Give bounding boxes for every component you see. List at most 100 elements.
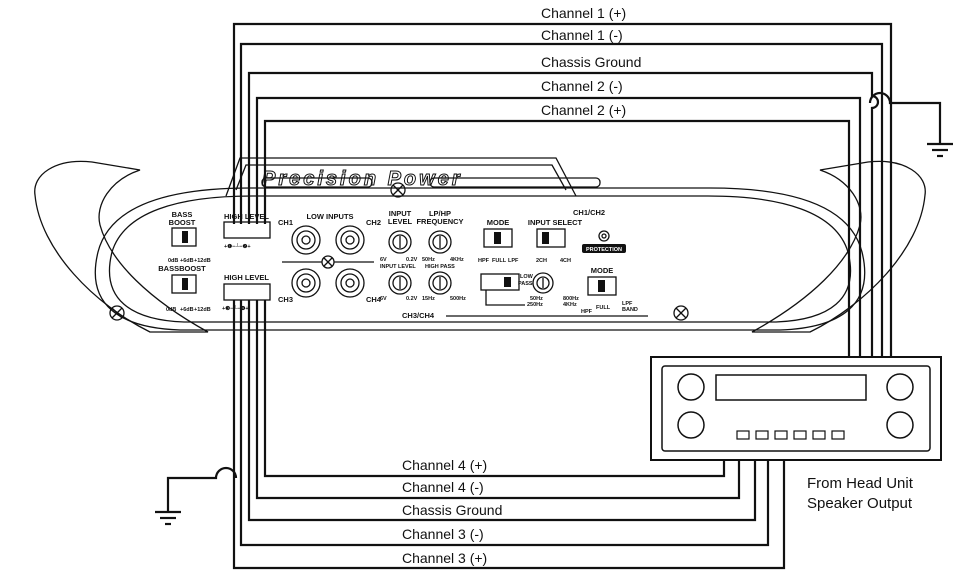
head-unit-display (715, 374, 867, 401)
mount-screw-left (109, 305, 125, 321)
amp-brand-logo: Precision Power (262, 168, 463, 190)
head-unit-knob-bottom-left (677, 411, 705, 439)
amp-front-panel (94, 187, 866, 331)
mode-2-full: FULL (596, 305, 611, 311)
input-select-label: INPUT SELECT (528, 218, 583, 227)
amp-front-panel-inner (108, 195, 852, 323)
bass-boost-1-label-line1: BASS (172, 210, 193, 219)
low-pass-switch-knob (504, 277, 511, 287)
input-level-knob-ch12[interactable] (388, 230, 412, 254)
vent-slot-right (429, 177, 601, 188)
ground-symbol-top (927, 142, 953, 158)
mode-2-band: BAND (622, 307, 638, 313)
high-pass-knob[interactable] (428, 271, 452, 295)
amp-left-wing (34, 160, 209, 333)
wire-chassis-ground-bottom (247, 300, 757, 522)
mode-switch-knob (494, 232, 501, 244)
head-unit-caption-line1: From Head Unit (807, 475, 914, 492)
label-channel-1-plus: Channel 1 (+) (541, 5, 626, 21)
head-unit-knob-top-left (677, 373, 705, 401)
amp-right-wing (751, 160, 926, 333)
input-level-max-1: 0.2V (406, 257, 418, 263)
wire-chassis-ground-top (247, 71, 880, 362)
input-level-2-label: INPUT LEVEL (380, 264, 416, 270)
vent-slot-left (261, 177, 373, 188)
label-channel-2-plus: Channel 2 (+) (541, 102, 626, 118)
wire-channel-2-plus (263, 119, 851, 362)
low-pass-knob[interactable] (532, 272, 554, 294)
top-wire-group (232, 22, 942, 362)
mode-2-switch[interactable] (587, 276, 617, 296)
head-unit-caption-line2: Speaker Output (807, 495, 913, 512)
high-level-2-label: HIGH LEVEL (224, 273, 269, 282)
rca-ch3[interactable] (291, 268, 321, 298)
bass-boost-1-label-line2: BOOST (169, 218, 196, 227)
bass-boost-2-switch-knob (182, 278, 188, 290)
high-level-1-connector[interactable] (223, 221, 271, 239)
input-level-knob-ch34[interactable] (388, 271, 412, 295)
head-unit (650, 356, 942, 461)
lphp-frequency-knob[interactable] (428, 230, 452, 254)
bass-boost-1-switch[interactable] (171, 227, 197, 247)
wire-channel-3-minus (239, 300, 770, 547)
bass-boost-1-pos-6: +6dB (180, 258, 194, 264)
mode-switch[interactable] (483, 228, 513, 248)
label-chassis-ground-bottom: Chassis Ground (402, 502, 502, 518)
rca-ch4[interactable] (335, 268, 365, 298)
high-level-1-label: HIGH LEVEL (224, 212, 269, 221)
rca-ch2[interactable] (335, 225, 365, 255)
label-channel-4-minus: Channel 4 (-) (402, 479, 484, 495)
mode-label: MODE (487, 218, 510, 227)
wire-channel-4-minus (255, 300, 741, 500)
mode-2-label: MODE (591, 266, 614, 275)
ch2-label: CH2 (366, 218, 381, 227)
input-level-label-line2: LEVEL (388, 217, 413, 226)
low-pass-label-line2: PASS (518, 281, 533, 287)
bass-boost-2-switch[interactable] (171, 274, 197, 294)
high-pass-max: 500Hz (450, 296, 466, 302)
rca-ch1[interactable] (291, 225, 321, 255)
amp-logo-bar (225, 157, 577, 197)
wire-channel-1-minus (239, 42, 884, 362)
ground-symbol-bottom (155, 510, 181, 526)
center-screw-icon (321, 255, 335, 269)
ch3-label: CH3 (278, 295, 293, 304)
low-pass-switch[interactable] (480, 273, 520, 291)
wire-channel-1-plus (232, 22, 893, 362)
low-pass-range-3: 800Hz (563, 296, 579, 302)
low-pass-range-2: 250Hz (527, 302, 543, 308)
bottom-wire-labels: Channel 4 (+) Channel 4 (-) Chassis Grou… (402, 457, 502, 566)
head-unit-preset-buttons (736, 430, 845, 440)
ground-lead-top (868, 91, 942, 144)
high-level-2-connector[interactable] (223, 283, 271, 301)
lphp-max: 4KHz (450, 257, 464, 263)
low-pass-bracket (485, 290, 525, 306)
lphp-label-line2: FREQUENCY (416, 217, 463, 226)
protection-label: PROTECTION (586, 247, 622, 253)
bass-boost-1-pos-0: 0dB (168, 258, 178, 264)
input-level-min-2: 6V (380, 296, 387, 302)
ch1-label: CH1 (278, 218, 293, 227)
ch4-label: CH4 (366, 295, 382, 304)
bass-boost-1-pos-12: +12dB (194, 258, 211, 264)
input-select-4ch: 4CH (560, 258, 571, 264)
low-pass-range-1: 50Hz (530, 296, 543, 302)
protection-badge (582, 244, 626, 253)
head-unit-face (661, 365, 931, 452)
label-channel-1-minus: Channel 1 (-) (541, 27, 623, 43)
bass-boost-2-pos-6: +6dB (180, 307, 194, 313)
low-inputs-label: LOW INPUTS (306, 212, 353, 221)
lphp-label-line1: LP/HP (429, 209, 451, 218)
input-level-label-line1: INPUT (389, 209, 412, 218)
input-select-switch[interactable] (536, 228, 566, 248)
amplifier: Precision Power BASS BOOST 0dB +6dB +12d… (34, 157, 926, 333)
mount-screw-top (390, 182, 406, 198)
label-channel-3-minus: Channel 3 (-) (402, 526, 484, 542)
bass-boost-2-pos-12: +12dB (194, 307, 211, 313)
head-unit-knob-top-right (886, 373, 914, 401)
lphp-min: 50Hz (422, 257, 435, 263)
wire-channel-3-plus (232, 300, 786, 570)
high-level-1-terminals: +❶−┴−❷+ (224, 243, 251, 250)
input-level-min-1: 6V (380, 257, 387, 263)
ground-lead-bottom (166, 466, 238, 512)
